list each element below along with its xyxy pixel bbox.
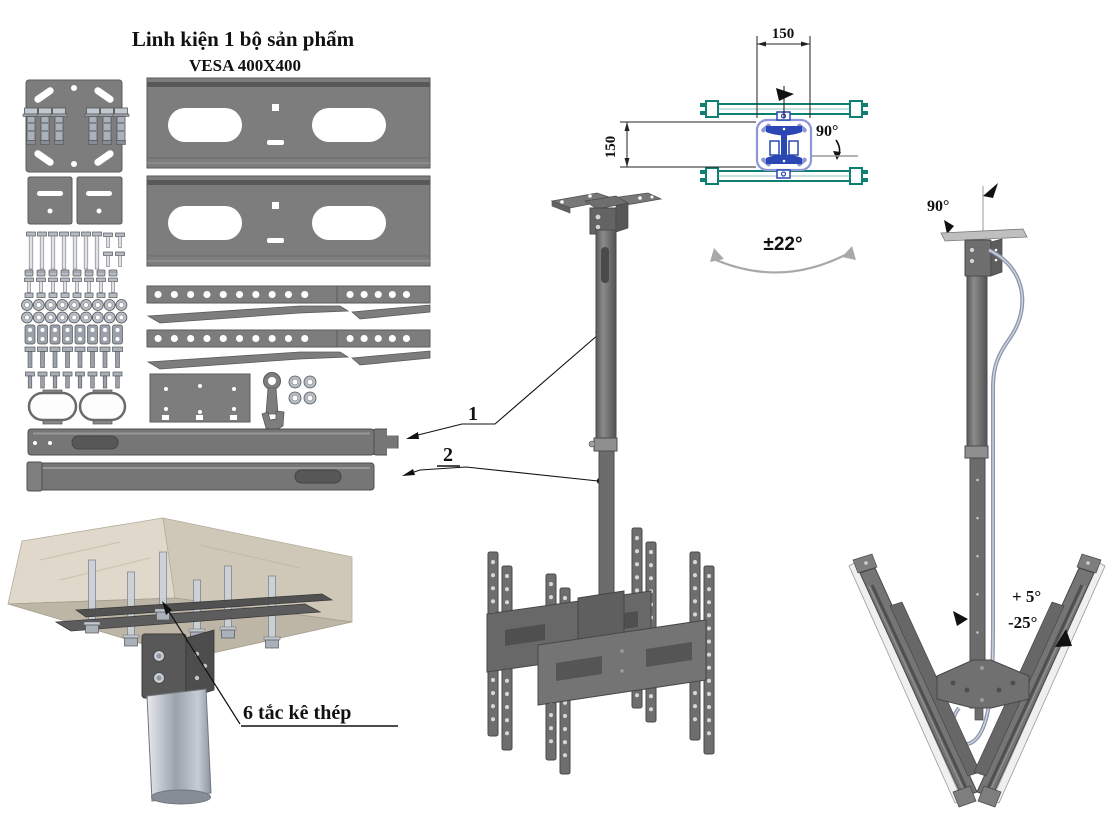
part-fastener-rows [21,269,128,389]
hanging-pole [146,688,212,805]
topview-dim-depth: 150 [603,121,756,168]
part-bracket-bars [146,285,431,370]
sideview-pole [964,275,989,709]
sideview-gusset [936,659,1030,721]
sideview-tv-right [973,553,1106,808]
topview-dim-width: 150 [756,26,811,118]
callout-part-2: 2 [402,444,604,485]
swivel-label: ±22° [763,234,802,255]
part-upper-tube [27,427,399,457]
sideview-angle-label: 90° [927,198,949,215]
callout-part-1: 1 [406,327,607,439]
part-oval-caps [27,389,127,425]
sideview-top-bracket [964,238,1003,277]
kit-title: Linh kiện 1 bộ sản phẩm [132,27,355,51]
side-view: 90° [848,183,1106,808]
part-wall-plate-2 [146,175,431,267]
callout-anchors: 6 tắc kê thép [162,601,398,727]
tilt-up-label: + 5° [1012,587,1041,606]
topview-angle-label: 90° [816,123,838,140]
sideview-ceiling-plate [940,228,1028,242]
top-view: 150 150 90° [603,26,868,185]
assembly-pole [588,229,618,614]
swivel-indicator: ±22° [710,234,856,274]
assembly-ceiling-plate [550,192,663,235]
part-wrench [261,372,285,431]
part-spacer-rings [288,375,317,405]
tilt-down-label: -25° [1008,613,1037,632]
assembly-view [486,192,715,775]
install-detail: 6 tắc kê thép [7,517,398,805]
part-small-plates [27,176,123,225]
assembly-mount-head [486,527,715,775]
callout-1-label: 1 [468,403,478,425]
dim-width-label: 150 [772,26,795,42]
part-long-screws [26,231,125,270]
topview-angle-marker: 90° [776,86,858,160]
part-lower-tube [26,461,375,492]
sideview-tv-left [848,553,981,808]
pole-bracket [141,629,215,700]
part-wall-plate-1 [146,77,431,169]
anchors-note-label: 6 tắc kê thép [243,702,351,724]
callout-2-label: 2 [443,444,453,466]
sideview-tilt-marks: + 5° -25° [953,587,1072,647]
ceiling-rails [54,593,334,632]
vesa-subtitle: VESA 400X400 [189,56,301,75]
topview-ceiling-plate [755,111,813,179]
parts-kit [21,77,431,492]
dim-depth-label: 150 [603,136,619,159]
part-adapter-plate [149,373,251,423]
